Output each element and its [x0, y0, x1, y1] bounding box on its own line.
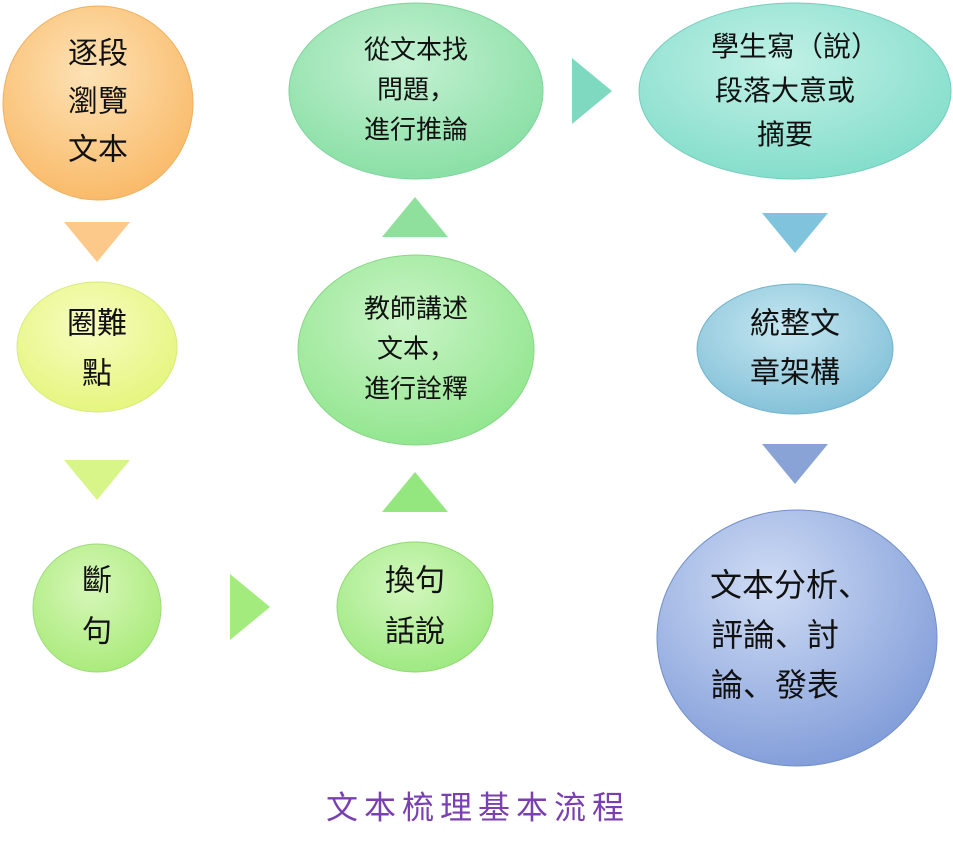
node-difficult-line-2: 點 [82, 357, 112, 392]
arrow-down-3 [762, 213, 828, 253]
node-punctuate-line-1: 斷 [82, 564, 112, 599]
node-analysis-line-3: 論、發表 [711, 666, 839, 704]
node-structure-line-2: 章架構 [750, 356, 840, 391]
node-punctuate: 斷 句 [32, 543, 162, 673]
node-summary-line-2: 段落大意或 [715, 74, 855, 107]
node-punctuate-line-2: 句 [82, 615, 112, 650]
node-find-line-1: 從文本找 [364, 36, 468, 66]
node-browse-line-2: 瀏覽 [68, 85, 128, 120]
node-summary-line-3: 摘要 [757, 118, 813, 151]
node-find-questions: 從文本找 問題， 進行推論 [288, 2, 544, 180]
node-summary-line-1: 學生寫（說） [711, 30, 879, 63]
node-student-summary: 學生寫（說） 段落大意或 摘要 [638, 2, 952, 180]
arrow-right-2 [572, 58, 612, 124]
arrow-down-1 [64, 222, 130, 262]
arrow-up-2 [382, 197, 448, 237]
node-find-line-3: 進行推論 [364, 116, 468, 146]
node-analysis-line-1: 文本分析、 [710, 566, 870, 604]
diagram-caption: 文本梳理基本流程 [326, 789, 630, 827]
node-teacher-line-2: 文本， [377, 335, 455, 365]
node-paraphrase-line-2: 話說 [385, 615, 445, 650]
arrow-right-1 [230, 574, 270, 640]
node-browse-line-3: 文本 [68, 133, 128, 168]
arrow-down-2 [64, 460, 130, 500]
node-text-analysis: 文本分析、 評論、討 論、發表 [656, 509, 938, 767]
node-browse-text: 逐段 瀏覽 文本 [2, 5, 194, 201]
node-mark-difficulties: 圈難 點 [16, 281, 178, 413]
node-teacher-line-3: 進行詮釋 [364, 375, 468, 405]
node-teacher-line-1: 教師講述 [364, 295, 468, 325]
arrow-up-1 [382, 472, 448, 512]
node-teacher-explain: 教師講述 文本， 進行詮釋 [297, 254, 535, 446]
node-analysis-line-2: 評論、討 [711, 616, 839, 654]
node-organize-structure: 統整文 章架構 [696, 283, 894, 415]
node-browse-line-1: 逐段 [68, 37, 128, 72]
node-find-line-2: 問題， [377, 76, 455, 106]
node-structure-line-1: 統整文 [750, 307, 840, 342]
node-paraphrase-line-1: 換句 [385, 564, 445, 599]
node-difficult-line-1: 圈難 [67, 307, 127, 342]
arrow-down-4 [762, 444, 828, 484]
node-paraphrase: 換句 話說 [336, 541, 494, 673]
